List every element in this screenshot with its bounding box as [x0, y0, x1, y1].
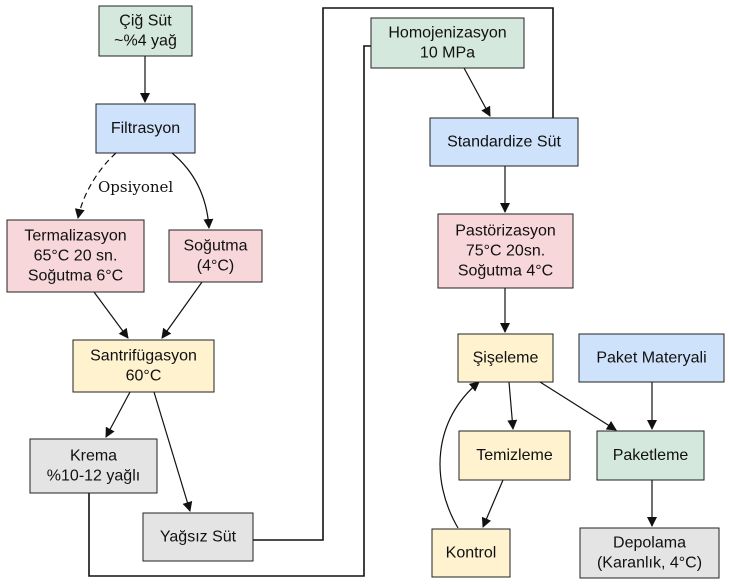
node-label-line: Paketleme [613, 447, 689, 464]
node-depolama: Depolama (Karanlık, 4°C) [579, 527, 720, 579]
node-paketleme: Paketleme [596, 430, 705, 481]
edge-kontrol-siseleme [439, 381, 480, 529]
node-label-line: Çiğ Süt [119, 13, 172, 30]
edge-krema-homojenizasyon [88, 45, 371, 577]
node-label-line: Paket Materyali [596, 350, 706, 367]
node-standardize-sut: Standardize Süt [429, 117, 579, 167]
edge-filtrasyon-sogutma [171, 152, 214, 229]
node-santrifugasyon: Santrifügasyon 60°C [72, 339, 215, 393]
edge-siseleme-paketleme [539, 381, 617, 431]
edge-yagsizsut-standardize [253, 7, 554, 541]
node-label-line: Krema [70, 448, 117, 465]
edge-sogutma-santrifugasyon [161, 281, 203, 339]
node-label-line: 10 MPa [420, 45, 475, 62]
node-pastorizasyon: Pastörizasyon 75°C 20sn. Soğutma 4°C [437, 213, 574, 289]
node-label-line: Standardize Süt [447, 134, 561, 151]
node-siseleme: Şişeleme [457, 333, 554, 383]
node-label-line: ~%4 yağ [114, 33, 177, 50]
node-paket-materyali: Paket Materyali [578, 333, 725, 383]
node-label-line: Depolama [613, 535, 686, 552]
node-label-line: Termalizasyon [24, 228, 126, 245]
node-label-line: Santrifügasyon [90, 348, 197, 365]
node-yagsiz-sut: Yağsız Süt [142, 512, 254, 562]
node-label-line: Soğutma 6°C [28, 268, 123, 285]
node-temizleme: Temizleme [458, 430, 571, 481]
node-label-line: Yağsız Süt [160, 529, 237, 546]
node-label-line: 75°C 20sn. [466, 243, 545, 260]
node-label-line: Kontrol [446, 545, 497, 562]
edge-santrifugasyon-yagsizsut [153, 391, 193, 512]
edge-filtrasyon-termalizasyon [74, 152, 117, 219]
edges: Opsiyonel [74, 7, 657, 577]
node-label-line: Homojenizasyon [388, 25, 506, 42]
edge-temizleme-kontrol [481, 479, 504, 528]
edge-termalizasyon-santrifugasyon [93, 291, 129, 339]
node-label-line: Şişeleme [473, 350, 539, 367]
nodes: Çiğ Süt ~%4 yağ Filtrasyon Termalizasyon 6… [6, 5, 725, 579]
node-label-line: Soğutma 4°C [458, 263, 553, 280]
node-cig-sut: Çiğ Süt ~%4 yağ [98, 5, 193, 57]
node-label-line: %10-12 yağlı [47, 468, 140, 485]
node-homojenizasyon: Homojenizasyon 10 MPa [370, 17, 525, 69]
edge-siseleme-temizleme [507, 381, 518, 430]
node-label-line: (Karanlık, 4°C) [597, 555, 702, 572]
node-filtrasyon: Filtrasyon [95, 103, 196, 154]
node-label-line: Filtrasyon [111, 120, 180, 137]
node-sogutma: Soğutma (4°C) [168, 229, 263, 283]
edge-label-opsiyonel: Opsiyonel [98, 178, 173, 196]
node-label-line: 60°C [126, 368, 162, 385]
node-kontrol: Kontrol [431, 528, 511, 578]
node-label-line: 65°C 20 sn. [34, 248, 118, 265]
node-termalizasyon: Termalizasyon 65°C 20 sn. Soğutma 6°C [6, 219, 145, 293]
node-label-line: Soğutma [183, 238, 247, 255]
node-label-line: Temizleme [476, 447, 553, 464]
node-label-line: (4°C) [197, 258, 235, 275]
node-krema: Krema %10-12 yağlı [29, 438, 158, 494]
edge-homojenizasyon-standardize [463, 67, 491, 117]
node-label-line: Pastörizasyon [455, 223, 556, 240]
edge-santrifugasyon-krema [105, 391, 131, 438]
